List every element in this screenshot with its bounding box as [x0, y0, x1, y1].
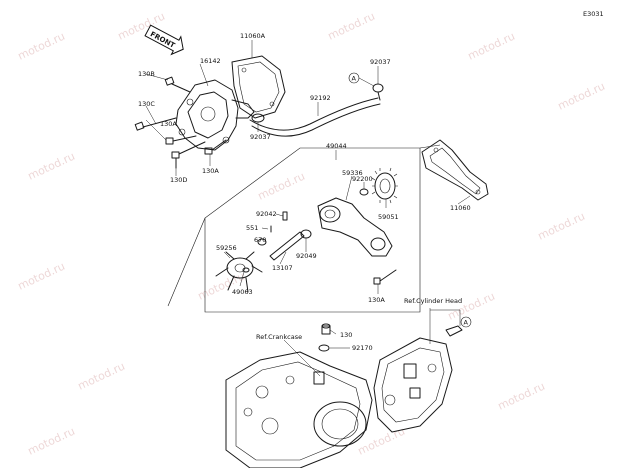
ref-cylinder-head: Ref.Cylinder Head: [404, 297, 462, 305]
watermark: motod.ru: [326, 10, 377, 43]
watermark: motod.ru: [496, 380, 547, 413]
watermark: motod.ru: [536, 210, 587, 243]
washer-92200: [359, 188, 369, 196]
watermark: motod.ru: [446, 290, 497, 323]
pin-92042: [282, 211, 288, 221]
gear-59051: [371, 167, 398, 204]
label-92037-left: 92037: [250, 133, 271, 141]
label-49063: 49063: [232, 288, 253, 296]
watermark: motod.ru: [356, 425, 407, 458]
label-130a-3: 130A: [368, 296, 385, 304]
shaft-13107: [269, 231, 305, 261]
marker-a-label: A: [352, 75, 357, 83]
label-49044: 49044: [326, 142, 347, 150]
ref-crankcase: Ref.Crankcase: [256, 333, 302, 341]
label-16142: 16142: [200, 57, 221, 65]
label-92049: 92049: [296, 252, 317, 260]
bolt-130a-right: [373, 269, 397, 285]
impeller-housing-59336: [317, 197, 393, 257]
hose-92192: [249, 97, 381, 137]
bolt-130a-mid: [204, 139, 227, 155]
label-92037-right: 92037: [370, 58, 391, 66]
label-13107: 13107: [272, 264, 293, 272]
fitting-cylinder-head: A: [445, 316, 472, 337]
label-130: 130: [340, 331, 352, 339]
label-130a-2: 130A: [202, 167, 219, 175]
label-11060a: 11060A: [240, 32, 266, 40]
clamp-92037: [251, 113, 265, 123]
label-92042: 92042: [256, 210, 277, 218]
part-labels: 16142 11060A 130B 130C 130A 130D 130A 92…: [138, 32, 471, 352]
label-11060: 11060: [450, 204, 471, 212]
label-130d: 130D: [170, 176, 187, 184]
label-59336: 59336: [342, 169, 363, 177]
bolt-130c: [134, 117, 177, 131]
bolt-130: [321, 323, 331, 335]
label-92170: 92170: [352, 344, 373, 352]
gasket-11060a: [231, 55, 286, 119]
watermark: motod.ru: [26, 425, 77, 458]
bolt-130b: [164, 76, 191, 93]
watermark: motod.ru: [196, 270, 247, 303]
exploded-view-box: [204, 147, 421, 313]
watermark: motod.ru: [26, 150, 77, 183]
label-130a-1: 130A: [160, 120, 177, 128]
crankcase-outline: [225, 351, 373, 468]
watermark: motod.ru: [16, 30, 67, 63]
cylinder-head-outline: [373, 337, 453, 433]
label-92192: 92192: [310, 94, 331, 102]
label-59256: 59256: [216, 244, 237, 252]
pump-cover-16142: [175, 79, 255, 151]
label-551: 551: [246, 224, 258, 232]
diagram-code: E3031: [583, 10, 604, 18]
washer-49063: [242, 267, 250, 273]
marker-a-label: A: [464, 319, 469, 327]
leader-lines: [145, 40, 471, 377]
label-670: 670: [254, 236, 266, 244]
watermark: motod.ru: [16, 260, 67, 293]
marker-a-top: A: [348, 72, 375, 87]
label-130b: 130B: [138, 70, 155, 78]
front-arrow-icon: FRONT: [144, 24, 184, 56]
watermark: motod.ru: [556, 80, 607, 113]
washer-92170: [318, 344, 330, 352]
bolt-130d: [171, 141, 206, 169]
gasket-11060: [421, 139, 489, 201]
bolt-130a-left: [165, 135, 197, 145]
label-130c: 130C: [138, 100, 155, 108]
label-92200: 92200: [352, 175, 373, 183]
watermark: motod.ru: [76, 360, 127, 393]
label-59051: 59051: [378, 213, 399, 221]
watermark: motod.ru: [466, 30, 517, 63]
